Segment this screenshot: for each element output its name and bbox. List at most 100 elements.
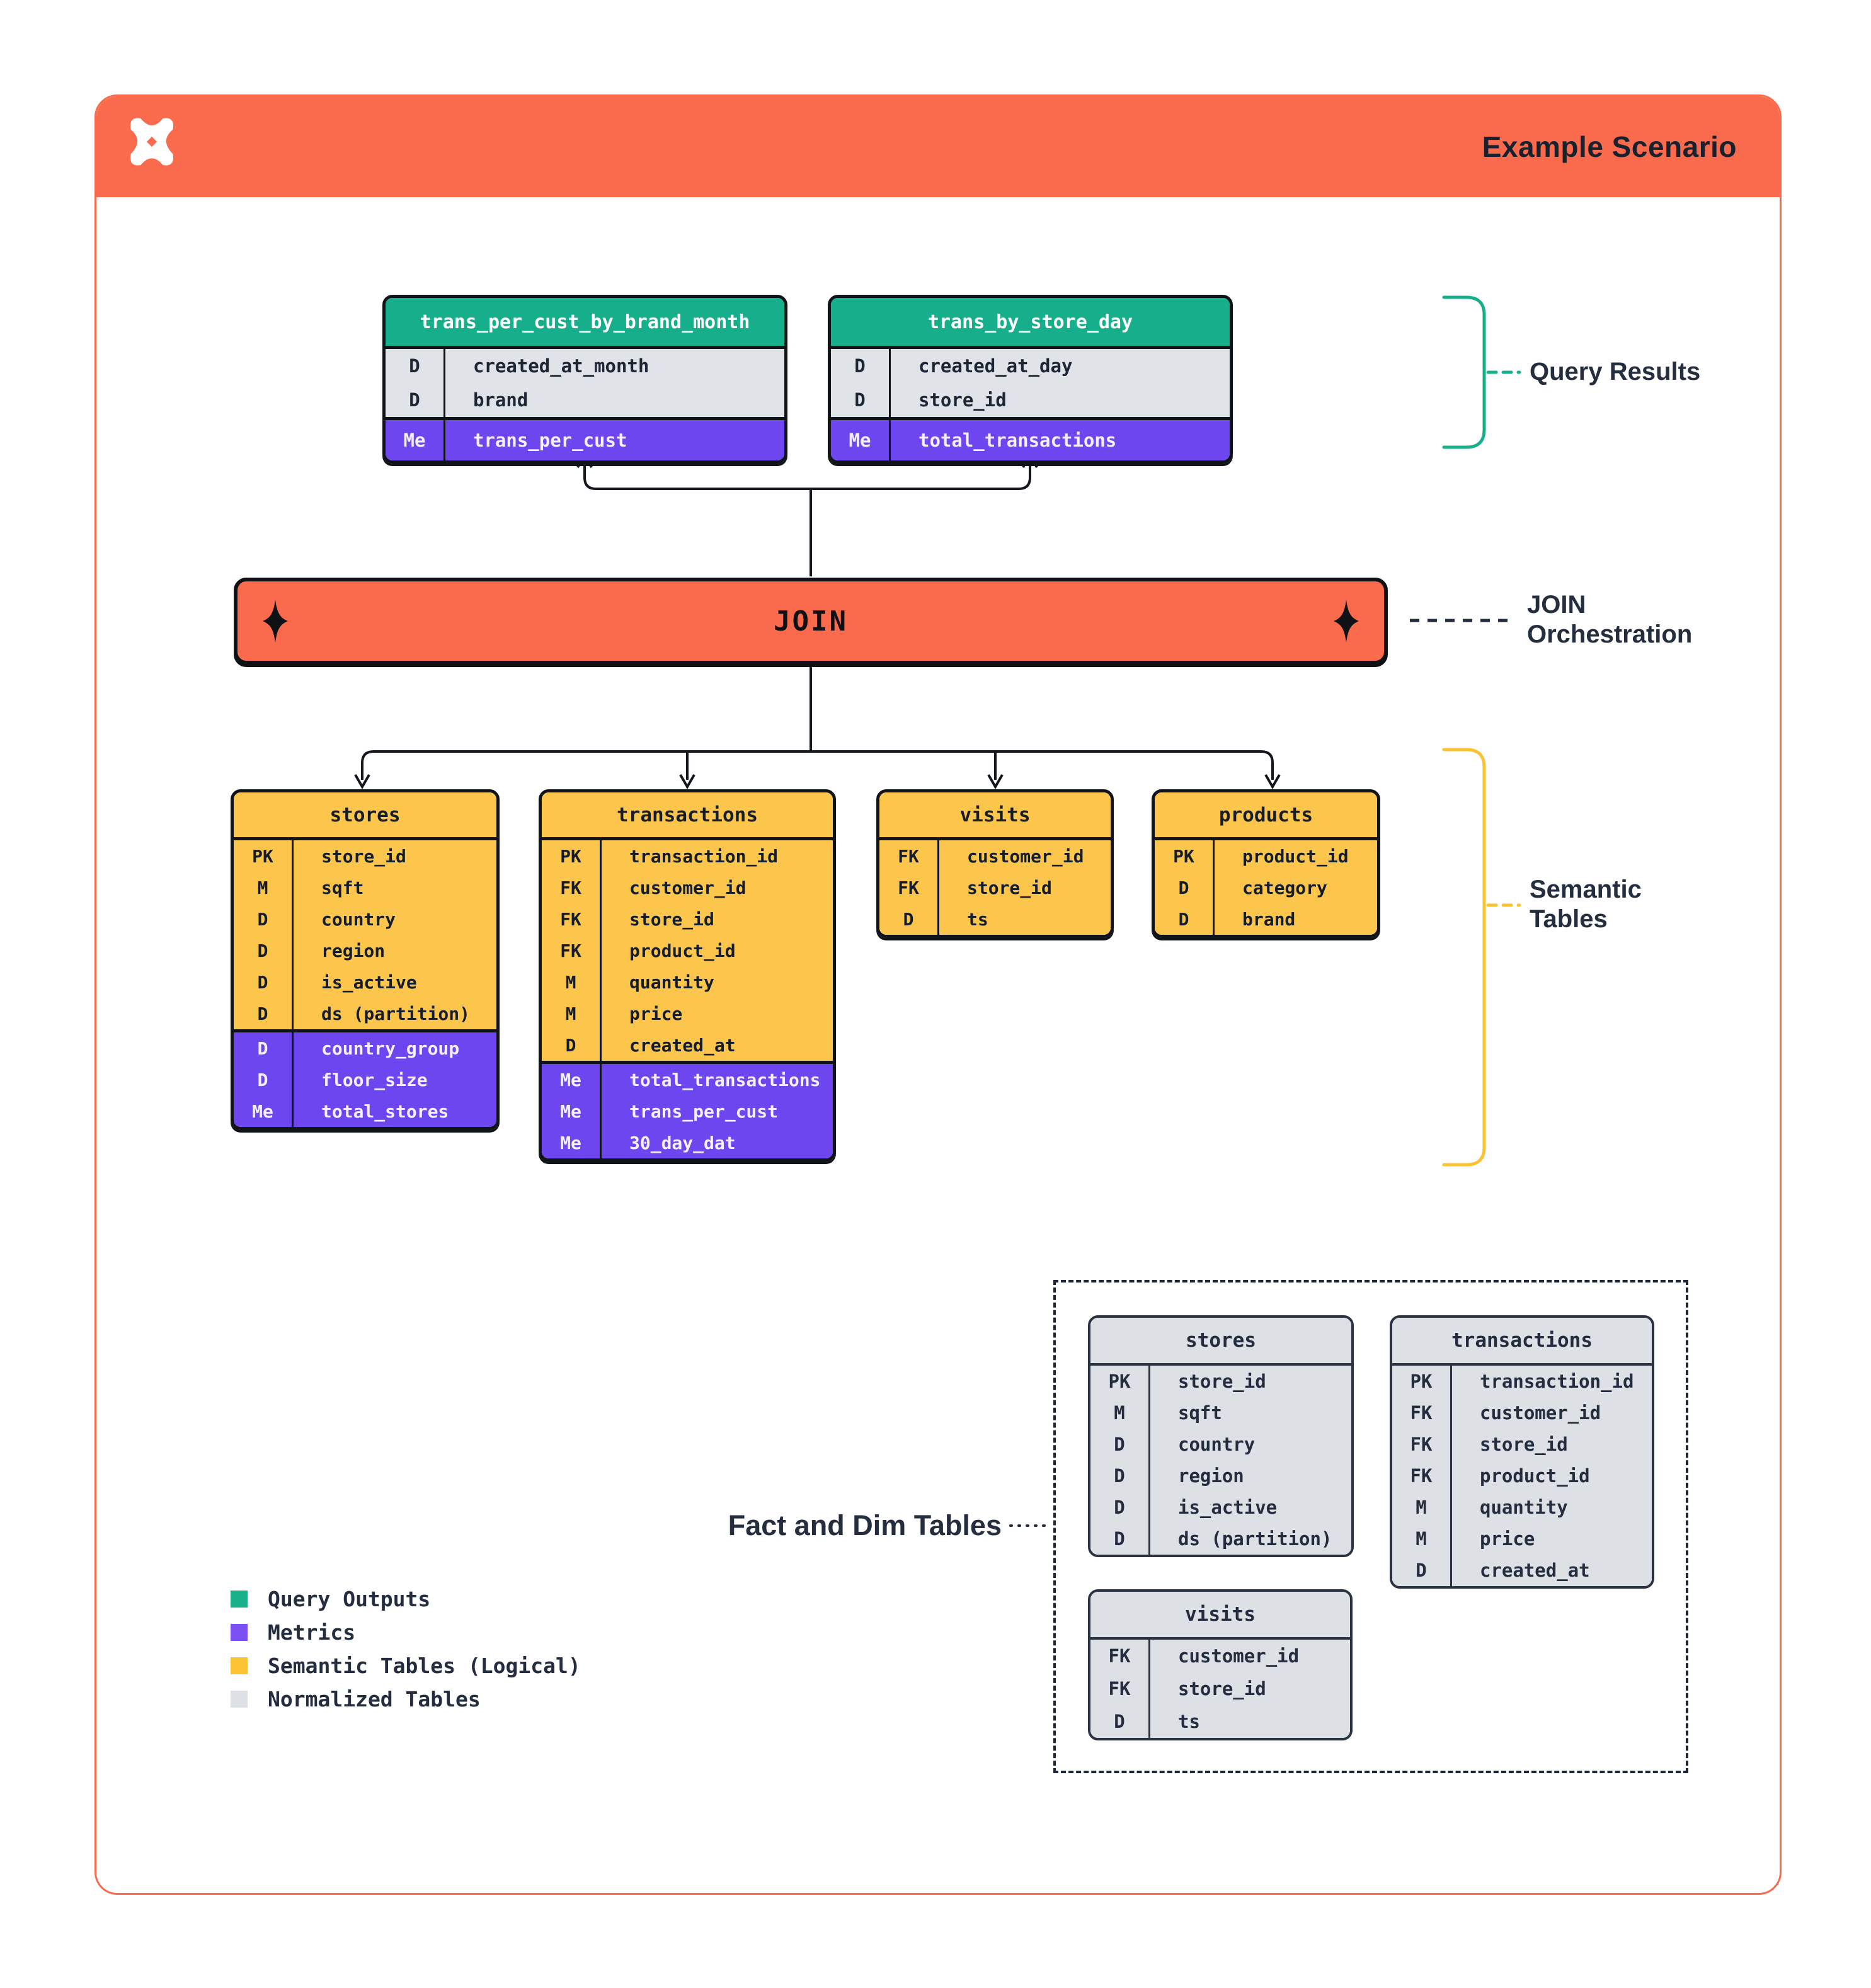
- row-key: D: [1155, 903, 1215, 935]
- semantic-table-products: products PK product_id D category D bran…: [1152, 789, 1380, 938]
- table-row: M sqft: [234, 872, 496, 903]
- row-key: Me: [234, 1095, 294, 1127]
- semantic-tables-label-line2: Tables: [1530, 905, 1608, 933]
- table-row: FK customer_id: [1090, 1640, 1350, 1672]
- normalized-table-transactions: transactions PK transaction_id FK custom…: [1390, 1315, 1654, 1589]
- table-row: M sqft: [1090, 1397, 1351, 1429]
- row-field: store_id: [918, 389, 1007, 411]
- row-field: store_id: [1178, 1371, 1266, 1392]
- table-row: Me total_transactions: [831, 420, 1230, 460]
- row-key: D: [542, 1029, 602, 1061]
- table-row: FK store_id: [1392, 1429, 1652, 1460]
- semantic-tables-label: Semantic Tables: [1530, 875, 1642, 934]
- legend-swatch: [231, 1657, 248, 1674]
- row-key: FK: [1090, 1672, 1150, 1705]
- row-field: region: [1178, 1465, 1244, 1487]
- row-key: D: [831, 349, 891, 383]
- row-field: country: [1178, 1434, 1256, 1455]
- page-title: Example Scenario: [1482, 130, 1737, 163]
- row-field: store_id: [321, 845, 406, 867]
- row-field: total_transactions: [629, 1069, 821, 1090]
- row-key: D: [1090, 1460, 1150, 1492]
- table-row: PK store_id: [234, 840, 496, 872]
- fact-dim-group-box: [1053, 1280, 1688, 1773]
- row-key: D: [1090, 1429, 1150, 1460]
- table-row: M quantity: [1392, 1492, 1652, 1523]
- row-field: brand: [1242, 908, 1296, 930]
- legend-label: Normalized Tables: [268, 1687, 481, 1711]
- table-rows: PK store_id M sqft D country D region: [234, 840, 496, 1029]
- query-result-table-trans-per-cust-by-brand-month: trans_per_cust_by_brand_month D created_…: [382, 295, 787, 464]
- table-row: D is_active: [1090, 1492, 1351, 1523]
- sparkle-diamond-icon: [263, 600, 288, 643]
- row-key: FK: [542, 935, 602, 966]
- row-field: is_active: [321, 971, 417, 993]
- row-key: Me: [831, 420, 891, 460]
- row-field: ds (partition): [1178, 1528, 1332, 1550]
- table-row: M price: [542, 998, 833, 1029]
- row-field: total_stores: [321, 1100, 449, 1122]
- table-row: Me total_stores: [234, 1095, 496, 1127]
- legend-item: Normalized Tables: [231, 1682, 581, 1716]
- semantic-table-stores: stores PK store_id M sqft D country: [231, 789, 500, 1130]
- join-orchestration-bar: JOIN: [234, 578, 1388, 665]
- row-field: product_id: [629, 940, 736, 961]
- table-row: D store_id: [831, 383, 1230, 417]
- table-row: D country: [1090, 1429, 1351, 1460]
- table-title: stores: [234, 792, 496, 840]
- table-row: FK customer_id: [1392, 1397, 1652, 1429]
- join-orchestration-label: JOIN Orchestration: [1527, 590, 1692, 649]
- table-rows: FK customer_id FK store_id D ts: [879, 840, 1111, 935]
- table-row: D is_active: [234, 966, 496, 998]
- table-row: FK store_id: [542, 903, 833, 935]
- row-field: ds (partition): [321, 1003, 471, 1024]
- row-field: is_active: [1178, 1497, 1278, 1518]
- join-orchestration-label-line1: JOIN: [1527, 591, 1586, 619]
- table-rows: PK transaction_id FK customer_id FK stor…: [542, 840, 833, 1061]
- table-rows: PK transaction_id FK customer_id FK stor…: [1392, 1366, 1652, 1586]
- table-row: PK transaction_id: [1392, 1366, 1652, 1397]
- row-field: price: [629, 1003, 683, 1024]
- table-title: trans_per_cust_by_brand_month: [386, 298, 784, 346]
- table-rows: PK store_id M sqft D country D region: [1090, 1366, 1351, 1555]
- row-key: D: [234, 998, 294, 1029]
- table-row: FK customer_id: [879, 840, 1111, 872]
- row-key: D: [1090, 1492, 1150, 1523]
- legend-label: Metrics: [268, 1620, 356, 1645]
- row-field: sqft: [1178, 1402, 1222, 1424]
- row-key: Me: [542, 1064, 602, 1095]
- row-key: D: [879, 903, 939, 935]
- sparkle-diamond-icon: [1334, 600, 1359, 643]
- table-row: Me trans_per_cust: [542, 1095, 833, 1127]
- row-key: D: [234, 1064, 294, 1095]
- table-title: products: [1155, 792, 1377, 840]
- row-key: D: [1090, 1523, 1150, 1555]
- row-field: customer_id: [1178, 1645, 1300, 1667]
- row-key: FK: [879, 872, 939, 903]
- row-field: floor_size: [321, 1069, 428, 1090]
- legend-label: Semantic Tables (Logical): [268, 1654, 581, 1678]
- row-key: PK: [1090, 1366, 1150, 1397]
- table-title: visits: [1090, 1592, 1350, 1640]
- row-key: D: [386, 383, 445, 417]
- row-key: M: [1090, 1397, 1150, 1429]
- row-field: region: [321, 940, 386, 961]
- table-metric-rows: Me trans_per_cust: [386, 417, 784, 460]
- row-key: D: [1392, 1555, 1452, 1586]
- table-row: D country_group: [234, 1032, 496, 1064]
- card-header: Example Scenario: [96, 96, 1780, 197]
- row-field: trans_per_cust: [629, 1100, 779, 1122]
- table-title: transactions: [542, 792, 833, 840]
- join-orchestration-label-line2: Orchestration: [1527, 620, 1693, 648]
- row-field: created_at_day: [918, 355, 1073, 377]
- table-row: D brand: [1155, 903, 1377, 935]
- legend-item: Query Outputs: [231, 1582, 581, 1616]
- row-field: store_id: [1178, 1678, 1266, 1700]
- fact-dim-label: Fact and Dim Tables: [728, 1509, 1002, 1541]
- row-key: FK: [542, 903, 602, 935]
- row-key: Me: [542, 1127, 602, 1158]
- table-rows: D created_at_month D brand: [386, 346, 784, 417]
- row-key: D: [1155, 872, 1215, 903]
- row-key: FK: [1392, 1460, 1452, 1492]
- table-row: D ts: [1090, 1705, 1350, 1738]
